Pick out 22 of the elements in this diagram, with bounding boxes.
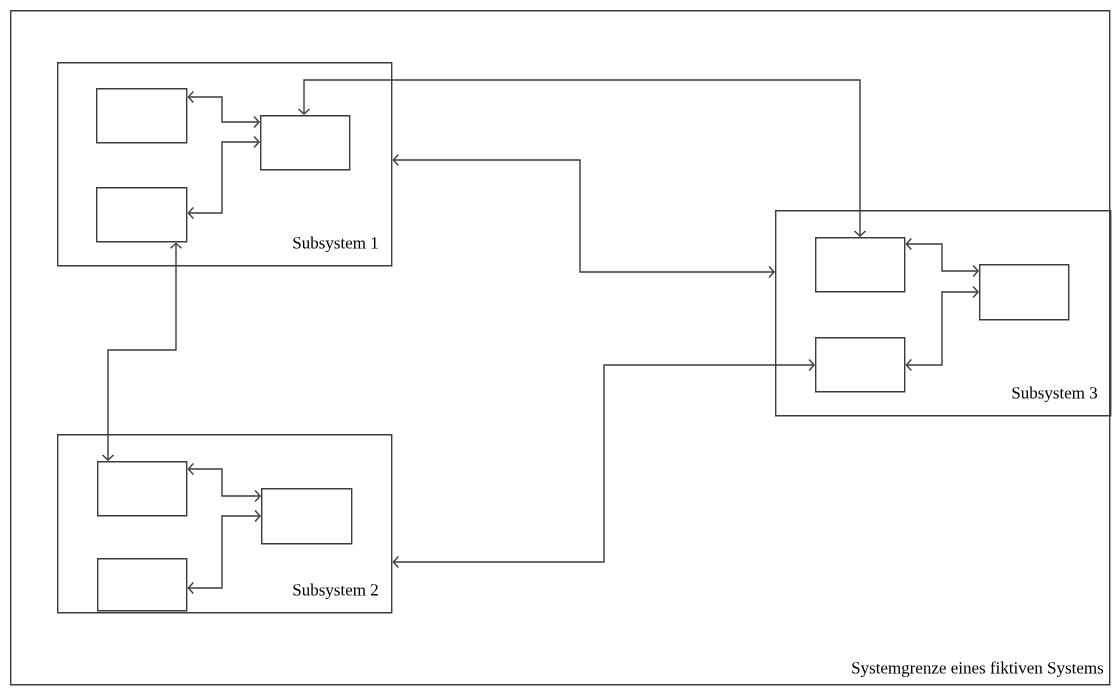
arrow xyxy=(905,285,979,372)
arrow xyxy=(101,242,183,461)
component-box xyxy=(815,237,906,293)
arrow xyxy=(187,90,260,129)
subsystem-box: Subsystem 1 xyxy=(57,62,393,267)
component-box xyxy=(260,115,351,171)
arrow xyxy=(905,237,979,278)
component-box xyxy=(97,558,188,612)
arrow xyxy=(392,358,815,569)
arrow xyxy=(392,153,775,279)
arrow xyxy=(187,462,261,503)
component-box xyxy=(96,88,188,144)
arrow xyxy=(187,509,261,595)
subsystem-box: Subsystem 2 xyxy=(57,434,393,614)
arrow xyxy=(187,135,260,220)
component-box xyxy=(979,264,1070,321)
component-box xyxy=(815,337,906,393)
component-box xyxy=(96,187,188,243)
component-box xyxy=(97,461,188,517)
arrow xyxy=(297,79,867,237)
subsystem-box: Subsystem 3 xyxy=(775,210,1112,417)
component-box xyxy=(261,488,353,545)
